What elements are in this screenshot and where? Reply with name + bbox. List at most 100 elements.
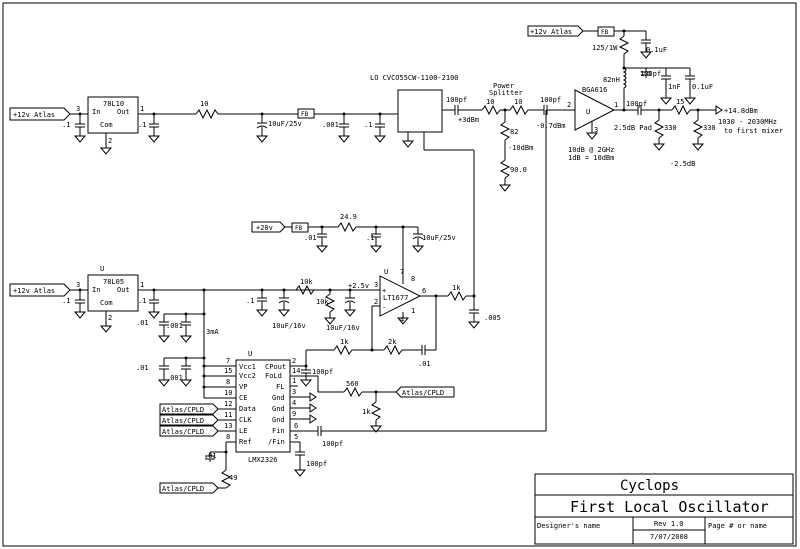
svg-text:11: 11 <box>224 411 232 419</box>
svg-text:LT1677: LT1677 <box>383 294 408 302</box>
svg-text:.1: .1 <box>364 121 372 129</box>
svg-text:.005: .005 <box>484 314 501 322</box>
svg-text:FL: FL <box>276 383 284 391</box>
svg-text:Atlas/CPLD: Atlas/CPLD <box>162 485 204 493</box>
svg-text:10uF/25v: 10uF/25v <box>268 120 302 128</box>
svg-text:2: 2 <box>567 101 571 109</box>
svg-text:15: 15 <box>224 367 232 375</box>
atlas-cpld-ref-port: Atlas/CPLD <box>159 482 219 494</box>
svg-text:+12v Atlas: +12v Atlas <box>13 287 55 295</box>
svg-text:BGA616: BGA616 <box>582 86 607 94</box>
svg-text:Splitter: Splitter <box>489 89 523 97</box>
svg-text:.01: .01 <box>304 234 317 242</box>
svg-text:2: 2 <box>108 314 112 322</box>
svg-text:13: 13 <box>224 422 232 430</box>
svg-text:15: 15 <box>676 98 684 106</box>
svg-text:7: 7 <box>226 357 230 365</box>
svg-text:Com: Com <box>100 299 113 307</box>
svg-text:49: 49 <box>229 474 237 482</box>
vco-module <box>397 89 443 133</box>
svg-text:Vcc2: Vcc2 <box>239 372 256 380</box>
svg-text:.1: .1 <box>246 297 254 305</box>
svg-text:Vcc1: Vcc1 <box>239 363 256 371</box>
svg-text:Atlas/CPLD: Atlas/CPLD <box>162 406 204 414</box>
svg-text:10uF/16v: 10uF/16v <box>326 324 360 332</box>
input-port-12v-a: +12v Atlas <box>9 107 71 121</box>
svg-text:+3dBm: +3dBm <box>458 116 479 124</box>
svg-text:VP: VP <box>239 383 247 391</box>
svg-text:1nF: 1nF <box>668 83 681 91</box>
svg-text:Atlas/CPLD: Atlas/CPLD <box>162 417 204 425</box>
regulator-78l05 <box>87 274 139 312</box>
svg-text:LMX2326: LMX2326 <box>248 456 278 464</box>
svg-text:FB: FB <box>295 225 303 232</box>
svg-text:+2.5v: +2.5v <box>348 282 369 290</box>
svg-text:2: 2 <box>374 298 378 306</box>
svg-text:6: 6 <box>294 422 298 430</box>
svg-text:14: 14 <box>292 367 300 375</box>
svg-text:Rev 1.0: Rev 1.0 <box>654 520 684 528</box>
input-port-12v-c: +12v Atlas <box>9 283 71 297</box>
svg-text:.01: .01 <box>204 452 217 460</box>
svg-text:Out: Out <box>117 108 130 116</box>
input-port-20v: +20v <box>251 221 286 233</box>
svg-text:100pf: 100pf <box>540 96 561 104</box>
svg-text:1: 1 <box>614 101 618 109</box>
svg-text:100pf: 100pf <box>640 70 661 78</box>
svg-text:2k: 2k <box>388 338 397 346</box>
svg-text:.001: .001 <box>166 322 183 330</box>
svg-text:10k: 10k <box>300 278 313 286</box>
svg-text:3: 3 <box>594 126 598 134</box>
svg-text:Ref: Ref <box>239 438 252 446</box>
svg-text:2: 2 <box>108 137 112 145</box>
svg-text:1k: 1k <box>340 338 349 346</box>
svg-text:Out: Out <box>117 286 130 294</box>
title-project: Cyclops <box>620 478 679 494</box>
svg-text:U: U <box>586 108 590 116</box>
svg-text:CLK: CLK <box>239 416 252 424</box>
svg-text:330: 330 <box>664 124 677 132</box>
svg-text:In: In <box>92 286 100 294</box>
svg-text:Gnd: Gnd <box>272 394 285 402</box>
svg-text:U: U <box>384 268 388 276</box>
svg-text:Power: Power <box>493 82 514 90</box>
svg-text:100pf: 100pf <box>306 460 327 468</box>
svg-text:+12v Atlas: +12v Atlas <box>530 28 572 36</box>
svg-text:Fin: Fin <box>272 427 285 435</box>
svg-text:9: 9 <box>292 410 296 418</box>
svg-text:to first mixer: to first mixer <box>724 127 783 135</box>
svg-text:1: 1 <box>411 307 415 315</box>
svg-text:82nH: 82nH <box>603 76 620 84</box>
svg-text:10: 10 <box>224 389 232 397</box>
svg-text:4: 4 <box>292 399 296 407</box>
atlas-cpld-lock-port: Atlas/CPLD <box>395 386 455 398</box>
svg-text:.1: .1 <box>62 297 70 305</box>
title-block: Cyclops First Local Oscillator Designer'… <box>534 473 794 545</box>
svg-text:330: 330 <box>703 124 716 132</box>
svg-text:10dB @ 2GHz: 10dB @ 2GHz <box>568 146 614 154</box>
svg-text:3: 3 <box>76 281 80 289</box>
svg-text:3: 3 <box>374 281 378 289</box>
atlas-cpld-data-port: Atlas/CPLD <box>159 403 219 415</box>
svg-text:+14.8dBm: +14.8dBm <box>724 107 758 115</box>
svg-text:.1: .1 <box>138 297 146 305</box>
svg-text:1k: 1k <box>452 284 461 292</box>
svg-text:.01: .01 <box>418 360 431 368</box>
svg-text:FB: FB <box>601 29 609 36</box>
input-port-12v-b: +12v Atlas <box>527 25 584 37</box>
svg-text:.001: .001 <box>322 121 339 129</box>
svg-text:4: 4 <box>400 316 404 324</box>
svg-text:100pf: 100pf <box>312 368 333 376</box>
svg-text:2.5dB Pad: 2.5dB Pad <box>614 124 652 132</box>
svg-text:78L05: 78L05 <box>103 278 124 286</box>
svg-text:Gnd: Gnd <box>272 416 285 424</box>
svg-text:Gnd: Gnd <box>272 405 285 413</box>
svg-text:-: - <box>382 304 386 312</box>
svg-text:3mA: 3mA <box>206 328 219 336</box>
svg-text:LO CVCO55CW-1100-2100: LO CVCO55CW-1100-2100 <box>370 74 459 82</box>
svg-text:+20v: +20v <box>256 224 273 232</box>
svg-text:78L10: 78L10 <box>103 100 124 108</box>
svg-text:.1: .1 <box>138 121 146 129</box>
title-sheet: First Local Oscillator <box>570 498 769 516</box>
